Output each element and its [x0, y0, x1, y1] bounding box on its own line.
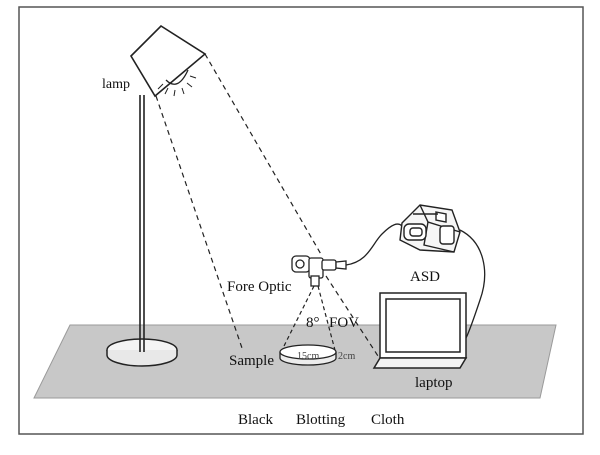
lamp-label: lamp [102, 77, 130, 92]
laptop-computer [372, 292, 468, 369]
caption-black: Black [238, 412, 273, 428]
fore-optic-label: Fore Optic [227, 279, 292, 295]
lamp-rays [157, 75, 197, 97]
sample-diameter-label: 15cm [297, 351, 319, 362]
light-beam-right [204, 53, 323, 257]
caption-blotting: Blotting [296, 412, 346, 428]
laptop-label: laptop [415, 375, 453, 391]
fov-cone-left [279, 285, 315, 355]
optic-to-laptop-line [325, 275, 379, 357]
fiber-cable [345, 223, 403, 266]
sample-label: Sample [229, 353, 274, 369]
caption-cloth: Cloth [371, 412, 405, 428]
fore-optic-device [291, 255, 347, 287]
data-cable [459, 229, 486, 339]
lamp-bulb [165, 69, 189, 85]
sample-thickness-label: 2cm [338, 351, 355, 362]
asd-spectrometer [399, 204, 461, 253]
lamp-base-edge [106, 350, 178, 367]
sample-dish [279, 344, 337, 360]
fov-angle-label: 8° [306, 315, 320, 331]
fov-cone-right [317, 285, 337, 355]
fov-label: FOV [329, 315, 359, 331]
asd-label: ASD [410, 269, 440, 285]
